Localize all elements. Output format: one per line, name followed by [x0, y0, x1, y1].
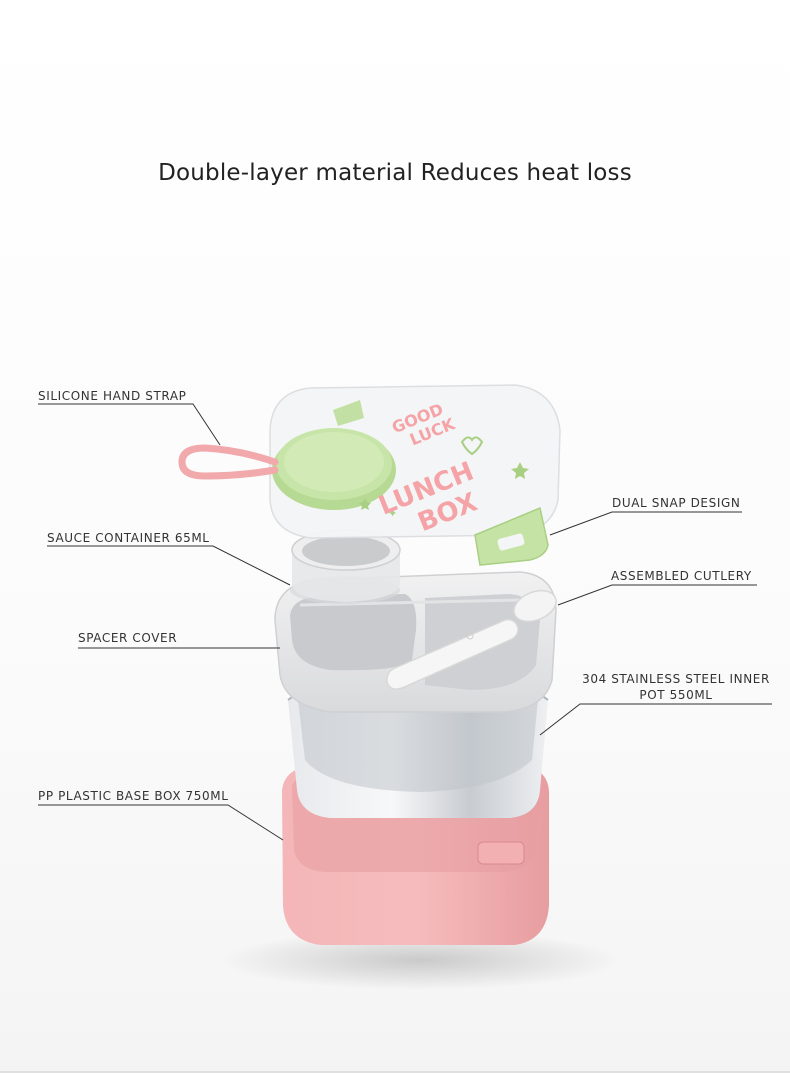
- leader-sauce: [47, 545, 291, 586]
- hand-strap: [178, 444, 279, 480]
- bottom-divider: [0, 1071, 790, 1073]
- lid: ✦ GOOD LUCK LUNCH BOX: [269, 384, 561, 566]
- label-inner-pot-line2: POT 550ML: [639, 688, 713, 702]
- leader-pot: [539, 703, 772, 736]
- leader-cutlery: [557, 584, 757, 606]
- leader-strap: [38, 403, 221, 446]
- leader-base: [38, 804, 284, 841]
- leader-lines: [38, 403, 772, 841]
- sauce-container: [290, 529, 401, 604]
- label-base-box: PP PLASTIC BASE BOX 750ML: [38, 789, 229, 803]
- svg-text:✦: ✦: [388, 507, 397, 520]
- leader-snap: [549, 511, 742, 536]
- label-dual-snap-design: DUAL SNAP DESIGN: [612, 496, 741, 510]
- headline: Double-layer material Reduces heat loss: [158, 160, 632, 186]
- label-inner-pot: 304 STAINLESS STEEL INNER POT 550ML: [580, 671, 772, 703]
- label-assembled-cutlery: ASSEMBLED CUTLERY: [611, 569, 752, 583]
- cutlery: [386, 589, 557, 690]
- label-silicone-hand-strap: SILICONE HAND STRAP: [38, 389, 187, 403]
- label-sauce-container: SAUCE CONTAINER 65ML: [47, 531, 210, 545]
- label-inner-pot-line1: 304 STAINLESS STEEL INNER: [582, 672, 770, 686]
- label-spacer-cover: SPACER COVER: [78, 631, 178, 645]
